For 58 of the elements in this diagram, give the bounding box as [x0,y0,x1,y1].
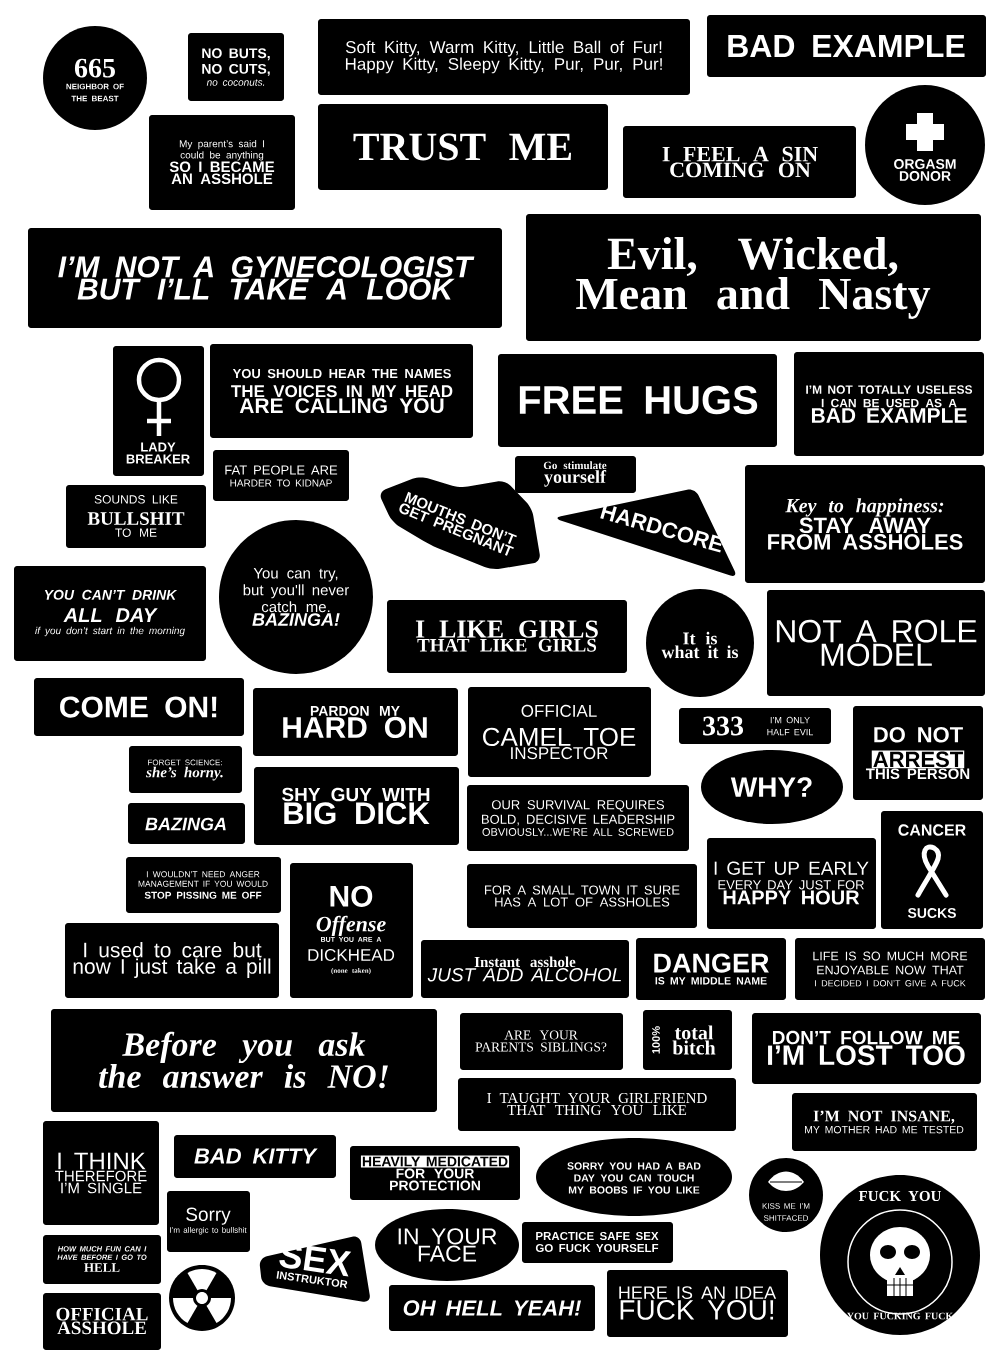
sticker: FREE HUGS [498,354,777,447]
sticker: OH HELL YEAH! [389,1285,595,1331]
sticker: 333 I’M ONLY HALF EVIL [679,708,831,744]
sticker: BAD KITTY [174,1135,336,1178]
sticker: NOT A ROLE MODEL [767,590,985,696]
sticker: I GET UP EARLY EVERY DAY JUST FOR HAPPY HOUR [707,838,876,929]
sticker: Soft Kitty, Warm Kitty, Little Ball of Fur! Happy Kitty, Sleepy Kitty, Pur, Pur, Pur! [318,19,690,95]
round-sticker: ORGASM DONOR [865,85,985,205]
sticker: CANCER SUCKS [881,811,983,929]
sticker: DON’T FOLLOW ME I’M LOST TOO [752,1013,981,1084]
sticker: OFFICIAL ASSHOLE [43,1293,161,1350]
sticker: DO NOT ARREST THIS PERSON [853,706,983,800]
sticker: Evil, Wicked, Mean and Nasty [526,214,981,341]
sticker: BAD EXAMPLE [707,15,986,77]
sticker: FORGET SCIENCE: she’s horny. [129,746,242,793]
sticker: OUR SURVIVAL REQUIRES BOLD, DECISIVE LEADERSHIP OBVIOUSLY...WE’RE ALL SCREWED [467,785,689,851]
sticker: Before you ask the answer is NO! [51,1009,437,1112]
round-sticker: You can try, but you'll never catch me. BAZINGA! [219,520,373,674]
round-sticker: 665 NEIGHBOR OF THE BEAST [43,26,147,130]
oval-sticker: IN YOUR FACE [375,1209,519,1281]
sticker: I’M NOT TOTALLY USELESS I CAN BE USED AS A BAD EXAMPLE [794,352,984,456]
sticker: YOU SHOULD HEAR THE NAMES THE VOICES IN MY HEAD ARE CALLING YOU [210,344,473,438]
sticker: DANGER IS MY MIDDLE NAME [636,938,786,1000]
sticker: I LIKE GIRLS THAT LIKE GIRLS [387,600,627,673]
sticker: HERE IS AN IDEA FUCK YOU! [607,1270,788,1337]
sticker: SHY GUY WITH BIG DICK [254,767,459,845]
sticker: NO BUTS, NO CUTS, no coconuts. [188,33,284,101]
sticker: FAT PEOPLE ARE HARDER TO KIDNAP [213,450,349,501]
sticker: Instant asshole JUST ADD ALCOHOL [421,940,629,998]
sticker: PARDON MY HARD ON [253,688,458,756]
sticker: I’M NOT INSANE, MY MOTHER HAD ME TESTED [792,1093,977,1151]
sticker: I FEEL A SIN COMING ON [623,126,856,198]
sticker: ARE YOUR PARENTS SIBLINGS? [460,1013,623,1070]
sticker: LADY BREAKER [113,346,204,476]
sticker: I’M NOT A GYNECOLOGIST BUT I’LL TAKE A LOOK [28,228,502,328]
round-sticker [169,1265,235,1331]
sticker: Go stimulate yourself [515,456,636,493]
sticker: OFFICIAL CAMEL TOE INSPECTOR [468,687,651,777]
sticker: My parent’s said I could be anything SO I BECAME AN ASSHOLE [149,115,295,210]
sticker: HEAVILY MEDICATED FOR YOUR PROTECTION [350,1146,520,1200]
sticker: YOU CAN’T DRINK ALL DAY if you don’t start in the morning [14,566,206,661]
oval-sticker: WHY? [701,750,843,824]
round-sticker: KISS ME I’M SHITFACED [749,1158,823,1232]
sticker: I TAUGHT YOUR GIRLFRIEND THAT THING YOU LIKE [458,1078,736,1131]
sticker: I THINK THEREFORE I’M SINGLE [43,1121,159,1225]
sticker: FOR A SMALL TOWN IT SURE HAS A LOT OF ASSHOLES [467,864,697,928]
sticker: I WOULDN’T NEED ANGER MANAGEMENT IF YOU WOULD STOP PISSING ME OFF [126,857,281,913]
sticker: BAZINGA [128,803,245,844]
sticker: I used to care but now I just take a pill [65,923,279,998]
sticker: SOUNDS LIKE BULLSHIT TO ME [66,485,206,548]
sticker: TRUST ME [318,104,608,190]
sticker: Key to happiness: STAY AWAY FROM ASSHOLES [745,465,985,583]
round-sticker: It is what it is [646,589,754,697]
sticker: LIFE IS SO MUCH MORE ENJOYABLE NOW THAT I DECIDED I DON’T GIVE A FUCK [795,938,985,1000]
sticker: COME ON! [34,678,244,736]
sticker: PRACTICE SAFE SEX GO FUCK YOURSELF [522,1222,673,1263]
oval-sticker: SORRY YOU HAD A BAD DAY YOU CAN TOUCH MY BOOBS IF YOU LIKE [536,1138,732,1216]
sticker: Sorry I’m allergic to bullshit [167,1191,250,1252]
